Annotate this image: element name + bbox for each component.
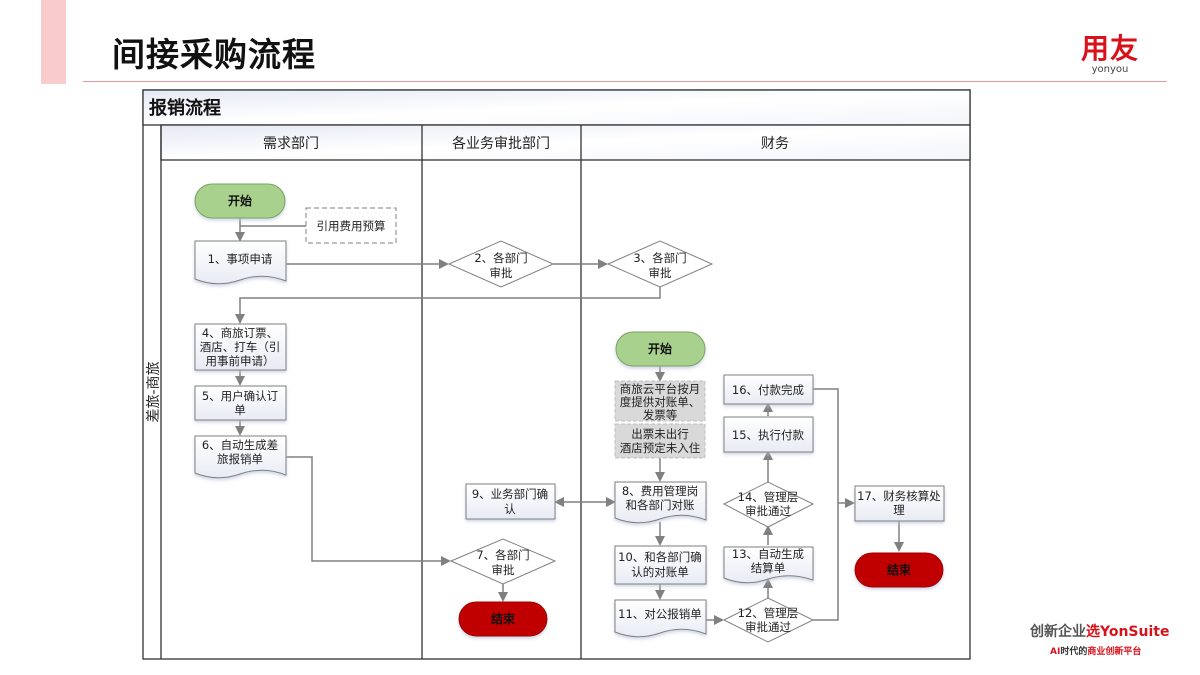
slogan-part-red: 商业创新平台 [1087, 647, 1142, 657]
s2-line-1: 出票未出行 [631, 427, 689, 441]
step-15-label: 15、执行付款 [732, 428, 805, 442]
accent-bar [41, 0, 66, 84]
slogan-ai: AI [1050, 647, 1061, 657]
step-5-line-2: 单 [234, 403, 246, 417]
end-label: 结束 [887, 562, 912, 577]
s2-line-2: 酒店预定未入住 [620, 441, 701, 455]
lane-header-demand: 需求部门 [263, 136, 319, 152]
step-4-line-1: 4、商旅订票、 [202, 326, 278, 340]
step-9-process: 9、业务部门确 认 [465, 483, 556, 520]
step-12-decision: 12、管理层 审批通过 [722, 597, 815, 643]
edge-n16-n17 [813, 388, 855, 508]
yonyou-logo: 用友 yonyou [1074, 34, 1146, 76]
step-17-line-1: 17、财务核算处 [857, 489, 941, 503]
step-1-label: 1、事项申请 [208, 252, 273, 266]
step-6-document: 6、自动生成差 旅报销单 [194, 435, 287, 479]
step-14-line-1: 14、管理层 [738, 490, 799, 504]
title-divider [83, 81, 1167, 82]
step-6-line-2: 旅报销单 [217, 452, 263, 466]
step-2-line-1: 2、各部门 [474, 251, 527, 265]
step-17-process: 17、财务核算处 理 [854, 485, 945, 522]
step-14-decision: 14、管理层 审批通过 [722, 481, 815, 528]
step-3-decision: 3、各部门 审批 [606, 240, 714, 288]
connectors [235, 218, 904, 625]
step-13-line-2: 结算单 [751, 561, 786, 575]
step-4-line-2: 酒店、打车（引 [200, 340, 281, 354]
budget-label: 引用费用预算 [317, 219, 386, 233]
lane-header-approval: 各业务审批部门 [452, 136, 550, 152]
step-4-process: 4、商旅订票、 酒店、打车（引 用事前申请） [194, 323, 287, 371]
slogan-line-2: AI时代的商业创新平台 [1030, 644, 1190, 657]
step-3-line-2: 审批 [649, 266, 672, 280]
step-10-line-1: 10、和各部门确 [618, 550, 702, 564]
page-title: 间接采购流程 [112, 35, 316, 74]
monthly-statement-node: 商旅云平台按月 度提供对账单、 发票等 [614, 380, 706, 422]
step-10-line-2: 认的对账单 [631, 565, 689, 579]
start-node-demand: 开始 [194, 183, 286, 219]
step-7-line-2: 审批 [492, 563, 515, 577]
s1-line-1: 商旅云平台按月 [620, 382, 701, 396]
step-11-label: 11、对公报销单 [618, 607, 702, 621]
step-9-line-2: 认 [504, 502, 516, 516]
edge-n3-n4 [235, 287, 661, 324]
row-label: 差旅-商旅 [146, 361, 162, 422]
step-7-decision: 7、各部门 审批 [449, 538, 557, 585]
yonsuite-slogan: 创新企业选YonSuite AI时代的商业创新平台 [1030, 621, 1190, 657]
end-node-finance: 结束 [854, 552, 944, 588]
budget-reference-node: 引用费用预算 [305, 207, 397, 244]
step-7-line-1: 7、各部门 [476, 548, 529, 562]
slogan-part: 创新企业 [1030, 624, 1086, 640]
step-13-document: 13、自动生成 结算单 [723, 546, 814, 584]
step-12-line-1: 12、管理层 [738, 606, 799, 620]
step-11-document: 11、对公报销单 [614, 599, 707, 638]
step-12-line-2: 审批通过 [745, 620, 791, 634]
end-label: 结束 [491, 611, 516, 626]
step-4-line-3: 用事前申请） [206, 354, 275, 368]
step-8-line-1: 8、费用管理岗 [622, 484, 698, 498]
step-14-line-2: 审批通过 [745, 504, 791, 518]
swimlane-frame [142, 89, 971, 660]
logo-cn: 用友 [1080, 32, 1139, 65]
slogan-part: 时代的 [1060, 647, 1088, 657]
step-16-process: 16、付款完成 [723, 374, 814, 405]
step-8-document: 8、费用管理岗 和各部门对账 [614, 481, 707, 524]
step-2-line-2: 审批 [490, 266, 513, 280]
start-label: 开始 [228, 193, 252, 208]
diagram-title: 报销流程 [149, 97, 221, 119]
step-17-line-2: 理 [893, 503, 905, 517]
start-label: 开始 [648, 341, 672, 356]
step-1-document: 1、事项申请 [194, 240, 287, 285]
s1-line-3: 发票等 [643, 408, 678, 422]
edge-n12-n17 [813, 503, 839, 621]
logo-en: yonyou [1091, 64, 1129, 75]
slogan-brand: 选YonSuite [1086, 624, 1170, 640]
step-5-line-1: 5、用户确认订 [202, 389, 279, 403]
slogan-line-1: 创新企业选YonSuite [1030, 621, 1190, 641]
unused-ticket-node: 出票未出行 酒店预定未入住 [614, 423, 706, 459]
start-node-finance: 开始 [615, 331, 706, 367]
step-13-line-1: 13、自动生成 [732, 547, 805, 561]
lane-header-finance: 财务 [761, 136, 789, 152]
diagram-title-bar [142, 89, 971, 126]
end-node-approval: 结束 [458, 601, 548, 637]
step-2-decision: 2、各部门 审批 [447, 240, 555, 288]
s1-line-2: 度提供对账单、 [620, 395, 701, 409]
lane-header-bar [160, 124, 971, 161]
step-15-process: 15、执行付款 [723, 416, 814, 453]
step-6-line-1: 6、自动生成差 [202, 438, 278, 452]
step-10-process: 10、和各部门确 认的对账单 [614, 545, 707, 585]
step-16-label: 16、付款完成 [732, 383, 805, 397]
step-3-line-1: 3、各部门 [633, 251, 686, 265]
step-8-line-2: 和各部门对账 [626, 498, 695, 512]
step-9-line-1: 9、业务部门确 [472, 487, 548, 501]
edge-n6-n7 [286, 456, 451, 566]
step-5-process: 5、用户确认订 单 [194, 385, 287, 421]
